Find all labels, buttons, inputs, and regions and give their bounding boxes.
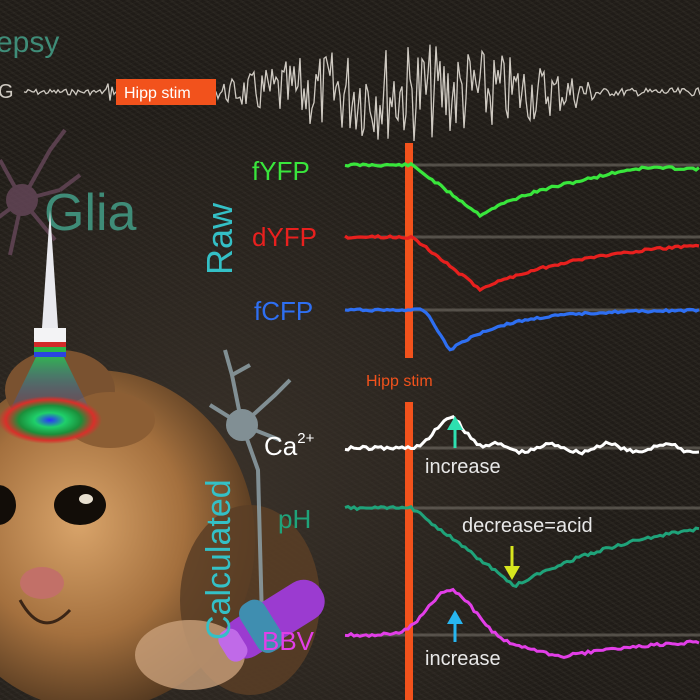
stim-label-mid: Hipp stim (366, 373, 433, 390)
neuron-icon (208, 349, 292, 621)
arrow-bbv-increase (447, 610, 463, 642)
arrow-ph-decrease (504, 546, 520, 580)
header-title-fragment: epsy (0, 26, 59, 59)
trace-fyfp (344, 161, 700, 219)
stim-bar-raw (405, 143, 413, 358)
blood-vessel-icon (218, 579, 325, 662)
stim-box-top (116, 79, 216, 105)
stim-label-top: Hipp stim (124, 85, 191, 102)
annotation-ca-increase: increase (425, 456, 501, 478)
raw-label: Raw (199, 202, 240, 275)
trace-fcfp (344, 307, 700, 352)
annotation-ph-decrease: decrease=acid (462, 515, 593, 537)
label-bbv: BBV (262, 626, 315, 656)
label-fcfp: fCFP (254, 296, 313, 326)
label-dyfp: dYFP (252, 222, 317, 252)
trace-ph (344, 504, 700, 589)
eeg-label-fragment: G (0, 81, 14, 103)
calculated-label: Calculated (200, 479, 238, 640)
label-fyfp: fYFP (252, 156, 310, 186)
mouse-nose (20, 567, 64, 599)
arrow-ca-increase (447, 416, 463, 448)
optical-fiber-probe (0, 210, 102, 444)
mouse-eye (54, 485, 106, 525)
trace-dyfp (344, 233, 700, 293)
annotation-bbv-increase: increase (425, 648, 501, 670)
trace-calcium (344, 415, 700, 456)
glia-cell-icon (0, 128, 82, 256)
trace-bbv (344, 587, 700, 660)
label-calcium: Ca2+ (264, 430, 315, 461)
stim-bar-calculated (405, 402, 413, 700)
label-ph: pH (278, 504, 311, 534)
glia-label: Glia (44, 184, 137, 242)
